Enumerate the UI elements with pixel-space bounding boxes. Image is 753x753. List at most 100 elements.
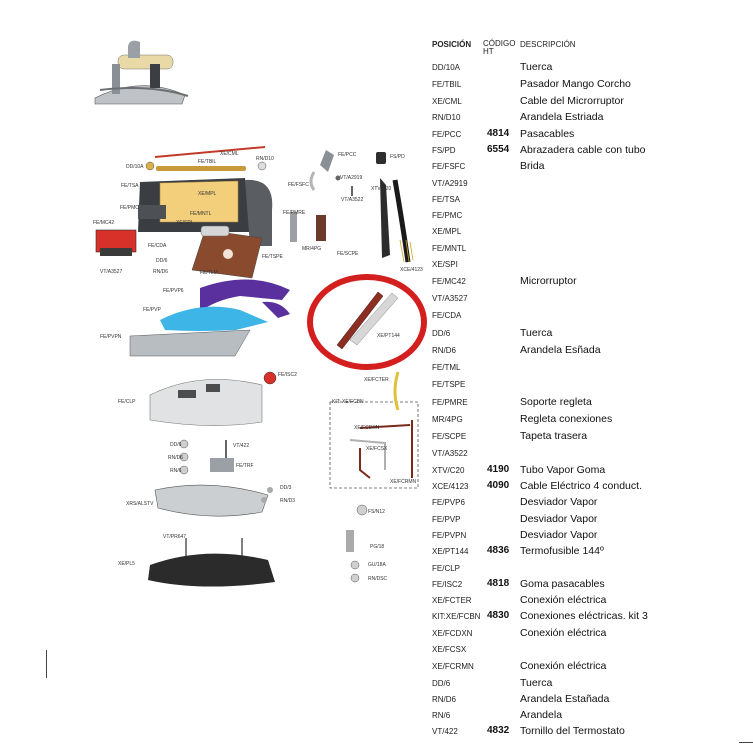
row-position: VT/A2919 bbox=[432, 179, 468, 188]
steam-deflector-pvp bbox=[160, 306, 268, 331]
label-fs-n12: FS/N12 bbox=[368, 509, 385, 515]
row-position: XE/SPI bbox=[432, 260, 458, 269]
label-xce-4123: XCE/4123 bbox=[400, 267, 423, 273]
label-fe-fsfc: FE/FSFC bbox=[288, 182, 309, 188]
label-fs-pd: FS/PD bbox=[390, 154, 405, 160]
label-vt-a3527: VT/A3527 bbox=[100, 269, 122, 275]
label-fe-tbil: FE/TBIL bbox=[198, 159, 217, 165]
label-fe-pvpn: FE/PVPN bbox=[100, 334, 122, 340]
label-rn-d10: RN/D10 bbox=[256, 156, 274, 162]
label-fe-cda: FE/CDA bbox=[148, 243, 167, 249]
row-position: FE/PVPN bbox=[432, 531, 467, 540]
row-position: FE/ISC2 bbox=[432, 580, 463, 589]
row-position: FE/SCPE bbox=[432, 432, 467, 441]
table-row: DD/10A Tuerca bbox=[432, 60, 747, 76]
row-position: VT/A3527 bbox=[432, 294, 468, 303]
row-description: Conexiones eléctricas. kit 3 bbox=[520, 610, 648, 622]
table-row: RN/6 Arandela bbox=[432, 708, 747, 724]
row-description: Abrazadera cable con tubo bbox=[520, 144, 646, 156]
row-position: RN/D6 bbox=[432, 695, 457, 704]
row-position: KIT:XE/FCBN bbox=[432, 612, 481, 621]
label-rn-d6: RN/D6 bbox=[153, 269, 168, 275]
terminal-block bbox=[290, 212, 297, 242]
row-position: DD/6 bbox=[432, 329, 451, 338]
label-fe-mntl: FE/MNTL bbox=[190, 211, 212, 217]
row-description: Tornillo del Termostato bbox=[520, 725, 625, 737]
row-position: XE/FCDXN bbox=[432, 629, 473, 638]
row-description: Pasador Mango Corcho bbox=[520, 78, 631, 90]
row-description: Goma pasacables bbox=[520, 578, 605, 590]
header-position: POSICIÓN bbox=[432, 40, 472, 49]
row-position: FE/PMRE bbox=[432, 398, 468, 407]
row-description: Tapeta trasera bbox=[520, 430, 588, 442]
label-fe-tlm: FE/TLM bbox=[200, 270, 218, 276]
row-code: 4832 bbox=[487, 725, 510, 736]
row-description: Desviador Vapor bbox=[520, 513, 598, 525]
table-row: FE/TML bbox=[432, 360, 747, 376]
row-description: Brida bbox=[520, 160, 545, 172]
table-row: DD/6 Tuerca bbox=[432, 326, 747, 342]
label-fe-trf: FE/TRF bbox=[236, 463, 254, 469]
label-fe-scpe: FE/SCPE bbox=[337, 251, 359, 257]
header-code: CÓDIGO HT bbox=[483, 39, 516, 56]
row-description: Arandela Esñada bbox=[520, 344, 601, 356]
electrical-connections-kit bbox=[329, 371, 419, 489]
row-code: 4818 bbox=[487, 578, 510, 589]
row-description: Pasacables bbox=[520, 128, 575, 140]
table-row: XE/SPI bbox=[432, 257, 747, 273]
row-code: 4090 bbox=[487, 480, 510, 491]
label-fe-tspe: FE/TSPE bbox=[262, 254, 284, 260]
cable-gland bbox=[320, 150, 334, 172]
row-description: Arandela bbox=[520, 709, 563, 721]
row-position: FE/TBIL bbox=[432, 80, 462, 89]
label-pg18: PG/18 bbox=[370, 544, 384, 550]
row-position: RN/D10 bbox=[432, 113, 461, 122]
label-xe-fcrmn: XE/FCRMN bbox=[390, 479, 417, 485]
row-description: Tuerca bbox=[520, 61, 553, 73]
row-description: Arandela Estriada bbox=[520, 111, 604, 123]
row-position: RN/D6 bbox=[432, 346, 457, 355]
terminal-support bbox=[316, 215, 326, 241]
label-rn-dsc: RN/DSC bbox=[368, 576, 388, 582]
exploded-parts-diagram: XE/CML DD/10A FE/TBIL RN/D10 FE/PCC FS/P… bbox=[93, 40, 427, 587]
table-row: FE/CLP bbox=[432, 561, 747, 577]
row-code: 4836 bbox=[487, 545, 510, 556]
row-position: FE/TML bbox=[432, 363, 461, 372]
table-row: VT/A2919 bbox=[432, 176, 747, 192]
row-description: Conexión eléctrica bbox=[520, 594, 607, 606]
row-description: Desviador Vapor bbox=[520, 496, 598, 508]
row-position: FE/CDA bbox=[432, 311, 462, 320]
row-position: FE/MNTL bbox=[432, 244, 467, 253]
row-position: FE/TSA bbox=[432, 195, 461, 204]
row-description: Conexión eléctrica bbox=[520, 660, 607, 672]
label-xrs-alstv: XRS/ALSTV bbox=[126, 501, 154, 507]
label-vt-a3522: VT/A3522 bbox=[341, 197, 363, 203]
row-position: FE/PMC bbox=[432, 211, 463, 220]
row-position: DD/10A bbox=[432, 63, 461, 72]
label-dd6: DD/6 bbox=[156, 258, 168, 264]
label-fe-isc2: FE/ISC2 bbox=[278, 372, 297, 378]
washer-rnd10 bbox=[257, 161, 267, 171]
label-fe-clp: FE/CLP bbox=[118, 399, 136, 405]
label-xe-spi: XE/SPI bbox=[176, 220, 192, 226]
row-position: RN/6 bbox=[432, 711, 451, 720]
label-dd6b: DD/6 bbox=[170, 442, 182, 448]
thermostat-part bbox=[210, 458, 234, 472]
row-code: 4830 bbox=[487, 610, 510, 621]
row-code: 4814 bbox=[487, 128, 510, 139]
label-kit-fcbn: KIT: XE/FCBN bbox=[332, 399, 364, 405]
table-row: VT/A3522 bbox=[432, 446, 747, 462]
row-description: Microrruptor bbox=[520, 275, 577, 287]
label-xtv-c20: XTV/C20 bbox=[371, 186, 392, 192]
row-position: XTV/C20 bbox=[432, 466, 465, 475]
label-vt-a2919: VT/A2919 bbox=[340, 175, 362, 181]
